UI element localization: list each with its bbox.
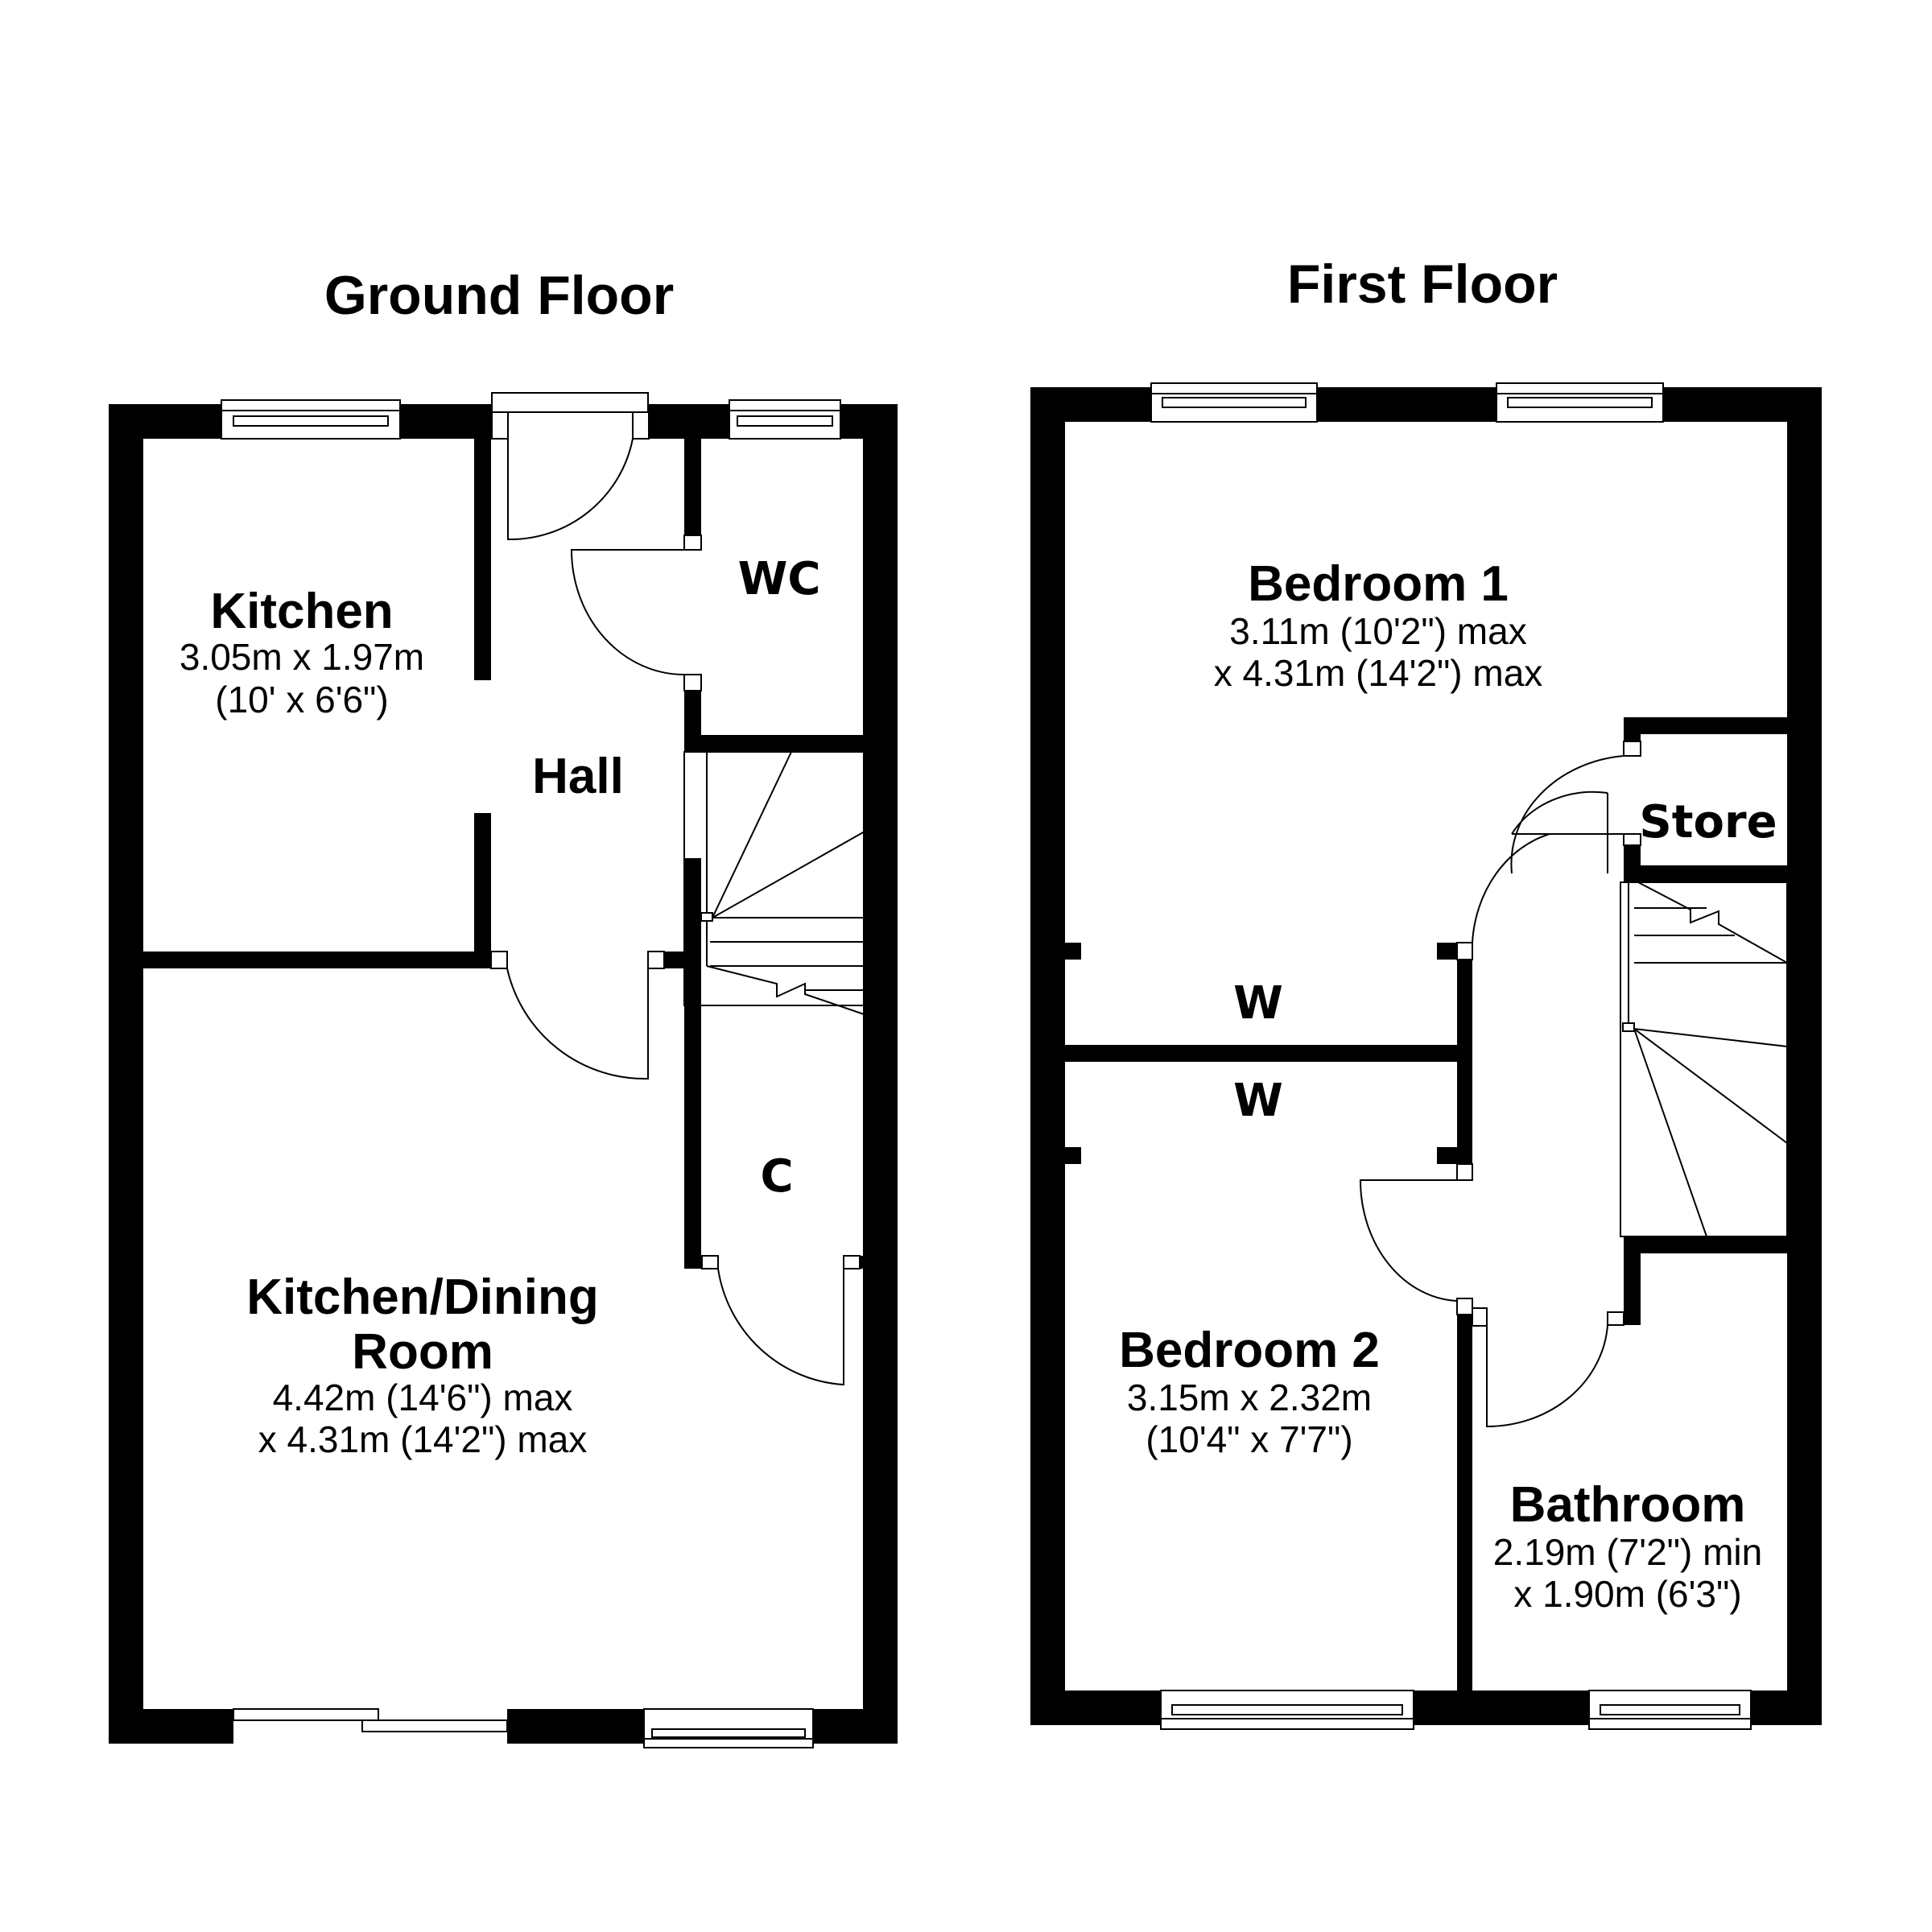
bedroom2-bathroom-wall	[1457, 1315, 1472, 1690]
room-label-hall: Hall	[532, 749, 624, 804]
kitchen-dimensions-imperial: (10' x 6'6")	[215, 679, 388, 720]
first-floor-outer-walls	[1030, 387, 1822, 1725]
first-floor-plan: First Floor	[1030, 254, 1822, 1730]
room-label-wc: WC	[738, 553, 821, 605]
window-wc	[729, 399, 841, 440]
wc-left-wall	[684, 439, 701, 535]
bedroom2-dimensions-metric: 3.15m x 2.32m	[1127, 1377, 1372, 1418]
ground-floor-stairs	[683, 751, 877, 1269]
front-door-frame	[491, 392, 650, 440]
cupboard-bottom-wall-left	[684, 1256, 702, 1269]
patio-door	[233, 1708, 508, 1732]
window-kitchen	[221, 399, 401, 440]
kitchen-dining-dimensions-2: x 4.31m (14'2") max	[258, 1418, 588, 1460]
room-label-wardrobe-bedroom2: W	[1233, 1075, 1283, 1127]
room-label-bathroom: Bathroom	[1510, 1477, 1746, 1533]
bathroom-door-swing	[1486, 1324, 1608, 1428]
landing-door-swing	[1511, 791, 1624, 873]
bedroom1-door-swing	[1472, 833, 1550, 943]
dining-door-swing	[506, 952, 649, 1080]
wc-bottom-wall	[684, 735, 898, 752]
first-floor-stairs	[1620, 881, 1788, 1237]
room-label-cupboard: C	[760, 1150, 793, 1203]
room-label-kitchen-dining-line1: Kitchen/Dining	[246, 1269, 598, 1325]
room-label-kitchen-dining-line2: Room	[352, 1324, 493, 1380]
store-door-swing	[1510, 755, 1624, 874]
bathroom-dimensions-2: x 1.90m (6'3")	[1513, 1573, 1741, 1615]
kitchen-dining-wall	[143, 952, 491, 968]
store-top-wall	[1624, 717, 1787, 734]
window-bathroom	[1588, 1690, 1752, 1730]
bathroom-top-wall	[1624, 1236, 1787, 1253]
bathroom-dimensions-1: 2.19m (7'2") min	[1493, 1531, 1762, 1573]
first-floor-title: First Floor	[1287, 254, 1558, 315]
bedroom1-dimensions-2: x 4.31m (14'2") max	[1214, 652, 1543, 694]
bedroom1-dimensions-1: 3.11m (10'2") max	[1229, 610, 1526, 652]
room-label-store: Store	[1639, 796, 1777, 848]
wc-door-swing	[570, 549, 685, 675]
cupboard-door-swing	[717, 1268, 844, 1386]
wardrobe-divider-wall	[1065, 1045, 1457, 1062]
kitchen-hall-wall-lower	[474, 813, 491, 954]
front-door-swing	[507, 438, 634, 541]
ground-floor-title: Ground Floor	[324, 265, 674, 326]
window-bedroom1-right	[1496, 382, 1664, 423]
room-label-wardrobe-bedroom1: W	[1233, 977, 1283, 1030]
kitchen-dining-dimensions-1: 4.42m (14'6") max	[273, 1377, 573, 1418]
window-bedroom1-left	[1150, 382, 1318, 423]
ground-floor-outer-walls	[109, 404, 898, 1744]
room-label-bedroom2: Bedroom 2	[1119, 1323, 1380, 1378]
window-dining	[643, 1708, 814, 1748]
room-label-kitchen: Kitchen	[210, 584, 393, 639]
kitchen-hall-wall	[474, 439, 491, 680]
store-bottom-wall	[1624, 865, 1787, 882]
room-label-bedroom1: Bedroom 1	[1248, 556, 1509, 612]
ground-floor-plan: Ground Floor	[109, 265, 898, 1748]
bedroom2-door-swing	[1359, 1179, 1458, 1302]
bedroom2-dimensions-imperial: (10'4" x 7'7")	[1146, 1418, 1352, 1460]
kitchen-dimensions-metric: 3.05m x 1.97m	[180, 636, 424, 678]
window-bedroom2	[1160, 1690, 1414, 1730]
